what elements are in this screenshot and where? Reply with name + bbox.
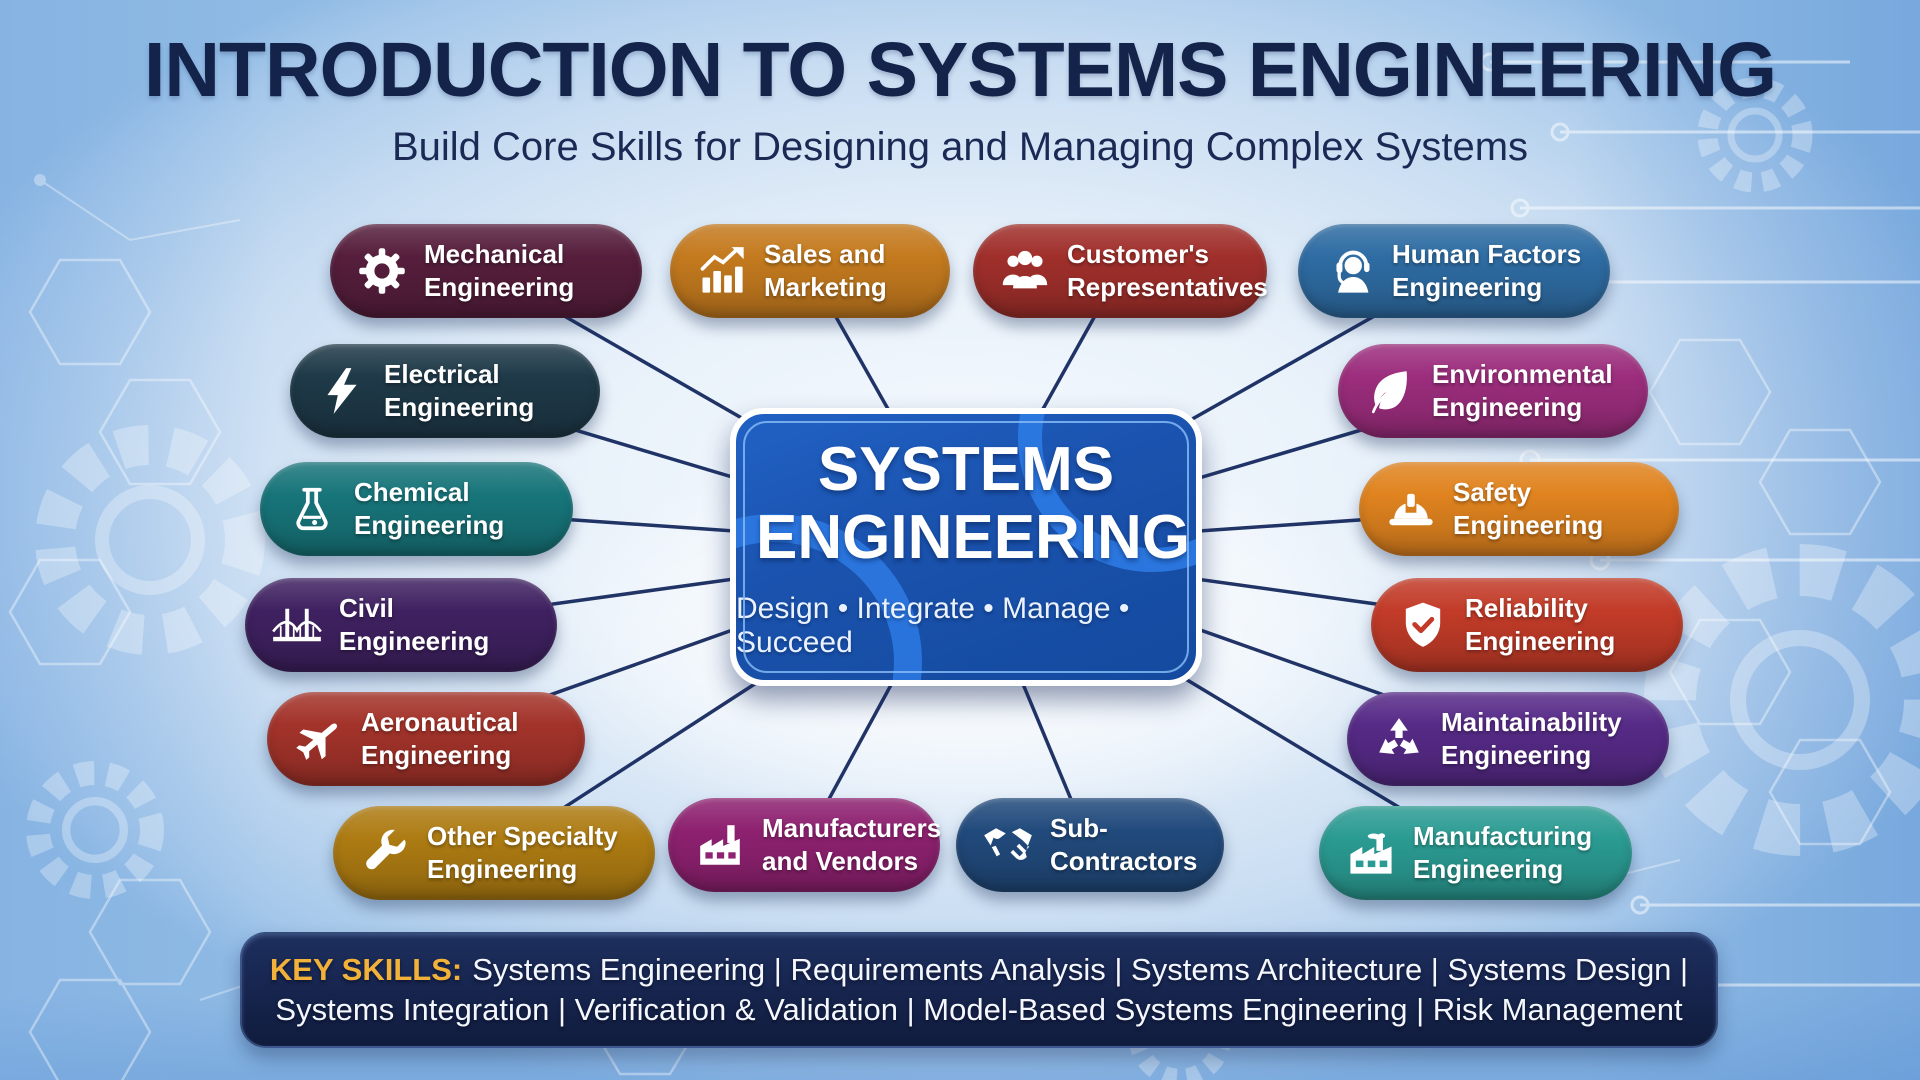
recycle-icon bbox=[1373, 713, 1425, 765]
center-node-title: SYSTEMS ENGINEERING bbox=[756, 435, 1191, 572]
node-label: Engineering bbox=[1413, 854, 1564, 884]
node-label: Engineering bbox=[339, 626, 490, 656]
node-label: Engineering bbox=[424, 272, 575, 302]
lightning-bolt-icon bbox=[316, 365, 368, 417]
factory-icon bbox=[1345, 827, 1397, 879]
node-label: Marketing bbox=[764, 272, 887, 302]
key-skills-line-2: Systems Integration | Verification & Val… bbox=[275, 992, 1683, 1027]
node-label: Engineering bbox=[1441, 740, 1592, 770]
center-node-tagline: Design • Integrate • Manage • Succeed bbox=[736, 592, 1130, 659]
people-group-icon bbox=[999, 245, 1051, 297]
node-label: Engineering bbox=[1432, 392, 1583, 422]
node-label: Manufacturers bbox=[762, 813, 942, 843]
node-label: Engineering bbox=[361, 740, 512, 770]
key-skills-bar: KEY SKILLS: Systems Engineering | Require… bbox=[240, 932, 1718, 1048]
node-label: Sub-Contractors bbox=[1050, 813, 1198, 876]
page-subtitle: Build Core Skills for Designing and Mana… bbox=[391, 125, 1529, 169]
header: INTRODUCTION TO SYSTEMS ENGINEERING Buil… bbox=[0, 26, 1920, 170]
node-label: Maintainability bbox=[1441, 707, 1622, 737]
node-label: Customer's bbox=[1067, 239, 1209, 269]
shield-check-icon bbox=[1397, 599, 1449, 651]
node-label: Civil bbox=[339, 593, 394, 623]
node-label: Engineering bbox=[427, 854, 578, 884]
headset-person-icon bbox=[1324, 245, 1376, 297]
bar-chart-growth-icon bbox=[696, 245, 748, 297]
node-sub-contractors: Sub-Contractors bbox=[956, 798, 1224, 892]
node-label: Safety bbox=[1453, 477, 1532, 507]
handshake-icon bbox=[982, 819, 1034, 871]
node-label: Sales and bbox=[764, 239, 886, 269]
node-label: Human Factors bbox=[1392, 239, 1582, 269]
gear-icon bbox=[356, 245, 408, 297]
page-title: INTRODUCTION TO SYSTEMS ENGINEERING bbox=[143, 27, 1777, 113]
node-label: Representatives bbox=[1067, 272, 1268, 302]
node-label: Other Specialty bbox=[427, 821, 618, 851]
node-label: Manufacturing bbox=[1413, 821, 1593, 851]
wrench-icon bbox=[359, 827, 411, 879]
node-label: Engineering bbox=[1465, 626, 1616, 656]
node-label: and Vendors bbox=[762, 846, 919, 876]
airplane-icon bbox=[293, 713, 345, 765]
node-label: Engineering bbox=[1392, 272, 1543, 302]
center-node-systems-engineering: SYSTEMS ENGINEERING Design • Integrate •… bbox=[730, 408, 1202, 686]
factory-icon bbox=[694, 819, 746, 871]
node-label: Engineering bbox=[354, 510, 505, 540]
leaf-icon bbox=[1364, 365, 1416, 417]
key-skills-label: KEY SKILLS: bbox=[269, 952, 463, 987]
node-label: Reliability bbox=[1465, 593, 1588, 623]
node-label: Environmental bbox=[1432, 359, 1613, 389]
node-label: Electrical bbox=[384, 359, 500, 389]
node-label: Mechanical bbox=[424, 239, 565, 269]
key-skills-text-1: Systems Engineering | Requirements Analy… bbox=[472, 952, 1689, 987]
node-label: Aeronautical bbox=[361, 707, 519, 737]
node-label: Engineering bbox=[1453, 510, 1604, 540]
flask-icon bbox=[286, 483, 338, 535]
bridge-icon bbox=[271, 599, 323, 651]
node-label: Chemical bbox=[354, 477, 470, 507]
key-skills-line-1: KEY SKILLS: Systems Engineering | Require… bbox=[270, 952, 1688, 988]
node-label: Engineering bbox=[384, 392, 535, 422]
hard-hat-icon bbox=[1385, 483, 1437, 535]
